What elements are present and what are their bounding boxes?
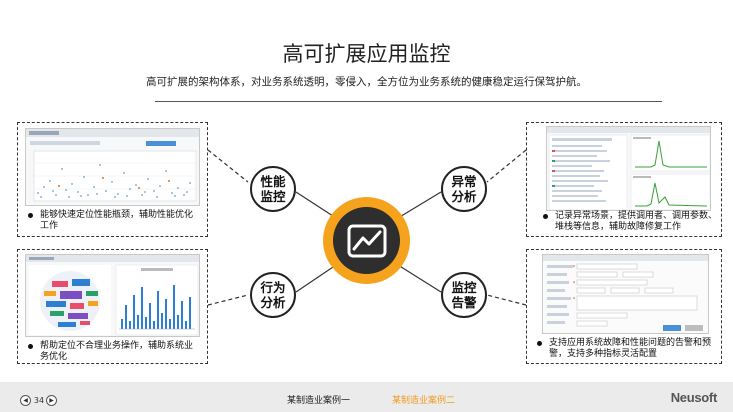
alert-caption: 支持应用系统故障和性能问题的告警和预警，支持多种指标灵活配置 (537, 338, 717, 360)
connector-performance-hub (295, 191, 337, 219)
connector-anomaly-hub (397, 191, 442, 219)
central-hub (323, 197, 410, 284)
page-title: 高可扩展应用监控 (282, 42, 451, 66)
panel-anomaly-analysis: 记录异常场景，提供调用者、调用参数、堆栈等信息，辅助故障修复工作 (526, 122, 722, 237)
connector-anomaly-panel (486, 149, 527, 183)
footer-link-case-2[interactable]: 某制造业案例二 (392, 396, 456, 406)
performance-screenshot (25, 128, 200, 206)
behavior-screenshot (25, 254, 200, 337)
performance-caption: 能够快速定位性能瓶颈，辅助性能优化工作 (28, 210, 198, 232)
connector-behavior-panel (207, 294, 249, 306)
panel-performance-monitoring: 能够快速定位性能瓶颈，辅助性能优化工作 (17, 122, 208, 237)
page-subtitle: 高可扩展的架构体系，对业务系统透明，零侵入，全方位为业务系统的健康稳定运行保驾护… (146, 76, 587, 88)
panel-alert-monitoring: 支持应用系统故障和性能问题的告警和预警，支持多种指标灵活配置 (526, 249, 722, 364)
panel-behavior-analysis: 帮助定位不合理业务操作，辅助系统业务优化 (17, 249, 208, 364)
brand-logo: Neusoft (670, 390, 718, 405)
footer-bar: ◀ 34 ▶ 某制造业案例一 某制造业案例二 Neusoft (0, 382, 733, 412)
connector-alert-hub (397, 264, 442, 293)
title-divider (155, 101, 662, 102)
node-behavior-analysis[interactable]: 行为分析 (250, 272, 296, 318)
anomaly-screenshot (546, 126, 711, 211)
connector-behavior-hub (295, 264, 337, 293)
connector-alert-panel (486, 294, 527, 306)
behavior-caption: 帮助定位不合理业务操作，辅助系统业务优化 (28, 341, 198, 363)
chevron-right-icon[interactable]: ▶ (46, 395, 57, 406)
chevron-left-icon[interactable]: ◀ (20, 395, 31, 406)
page-number: 34 (33, 396, 45, 405)
alert-screenshot (542, 254, 709, 334)
connector-performance-panel (207, 149, 249, 183)
line-chart-monitor-icon (333, 207, 400, 274)
footer-link-case-1[interactable]: 某制造业案例一 (287, 396, 351, 406)
node-performance-monitoring[interactable]: 性能监控 (250, 166, 296, 212)
anomaly-caption: 记录异常场景，提供调用者、调用参数、堆栈等信息，辅助故障修复工作 (543, 211, 718, 233)
node-anomaly-analysis[interactable]: 异常分析 (441, 166, 487, 212)
node-alert-monitoring[interactable]: 监控告警 (441, 272, 487, 318)
